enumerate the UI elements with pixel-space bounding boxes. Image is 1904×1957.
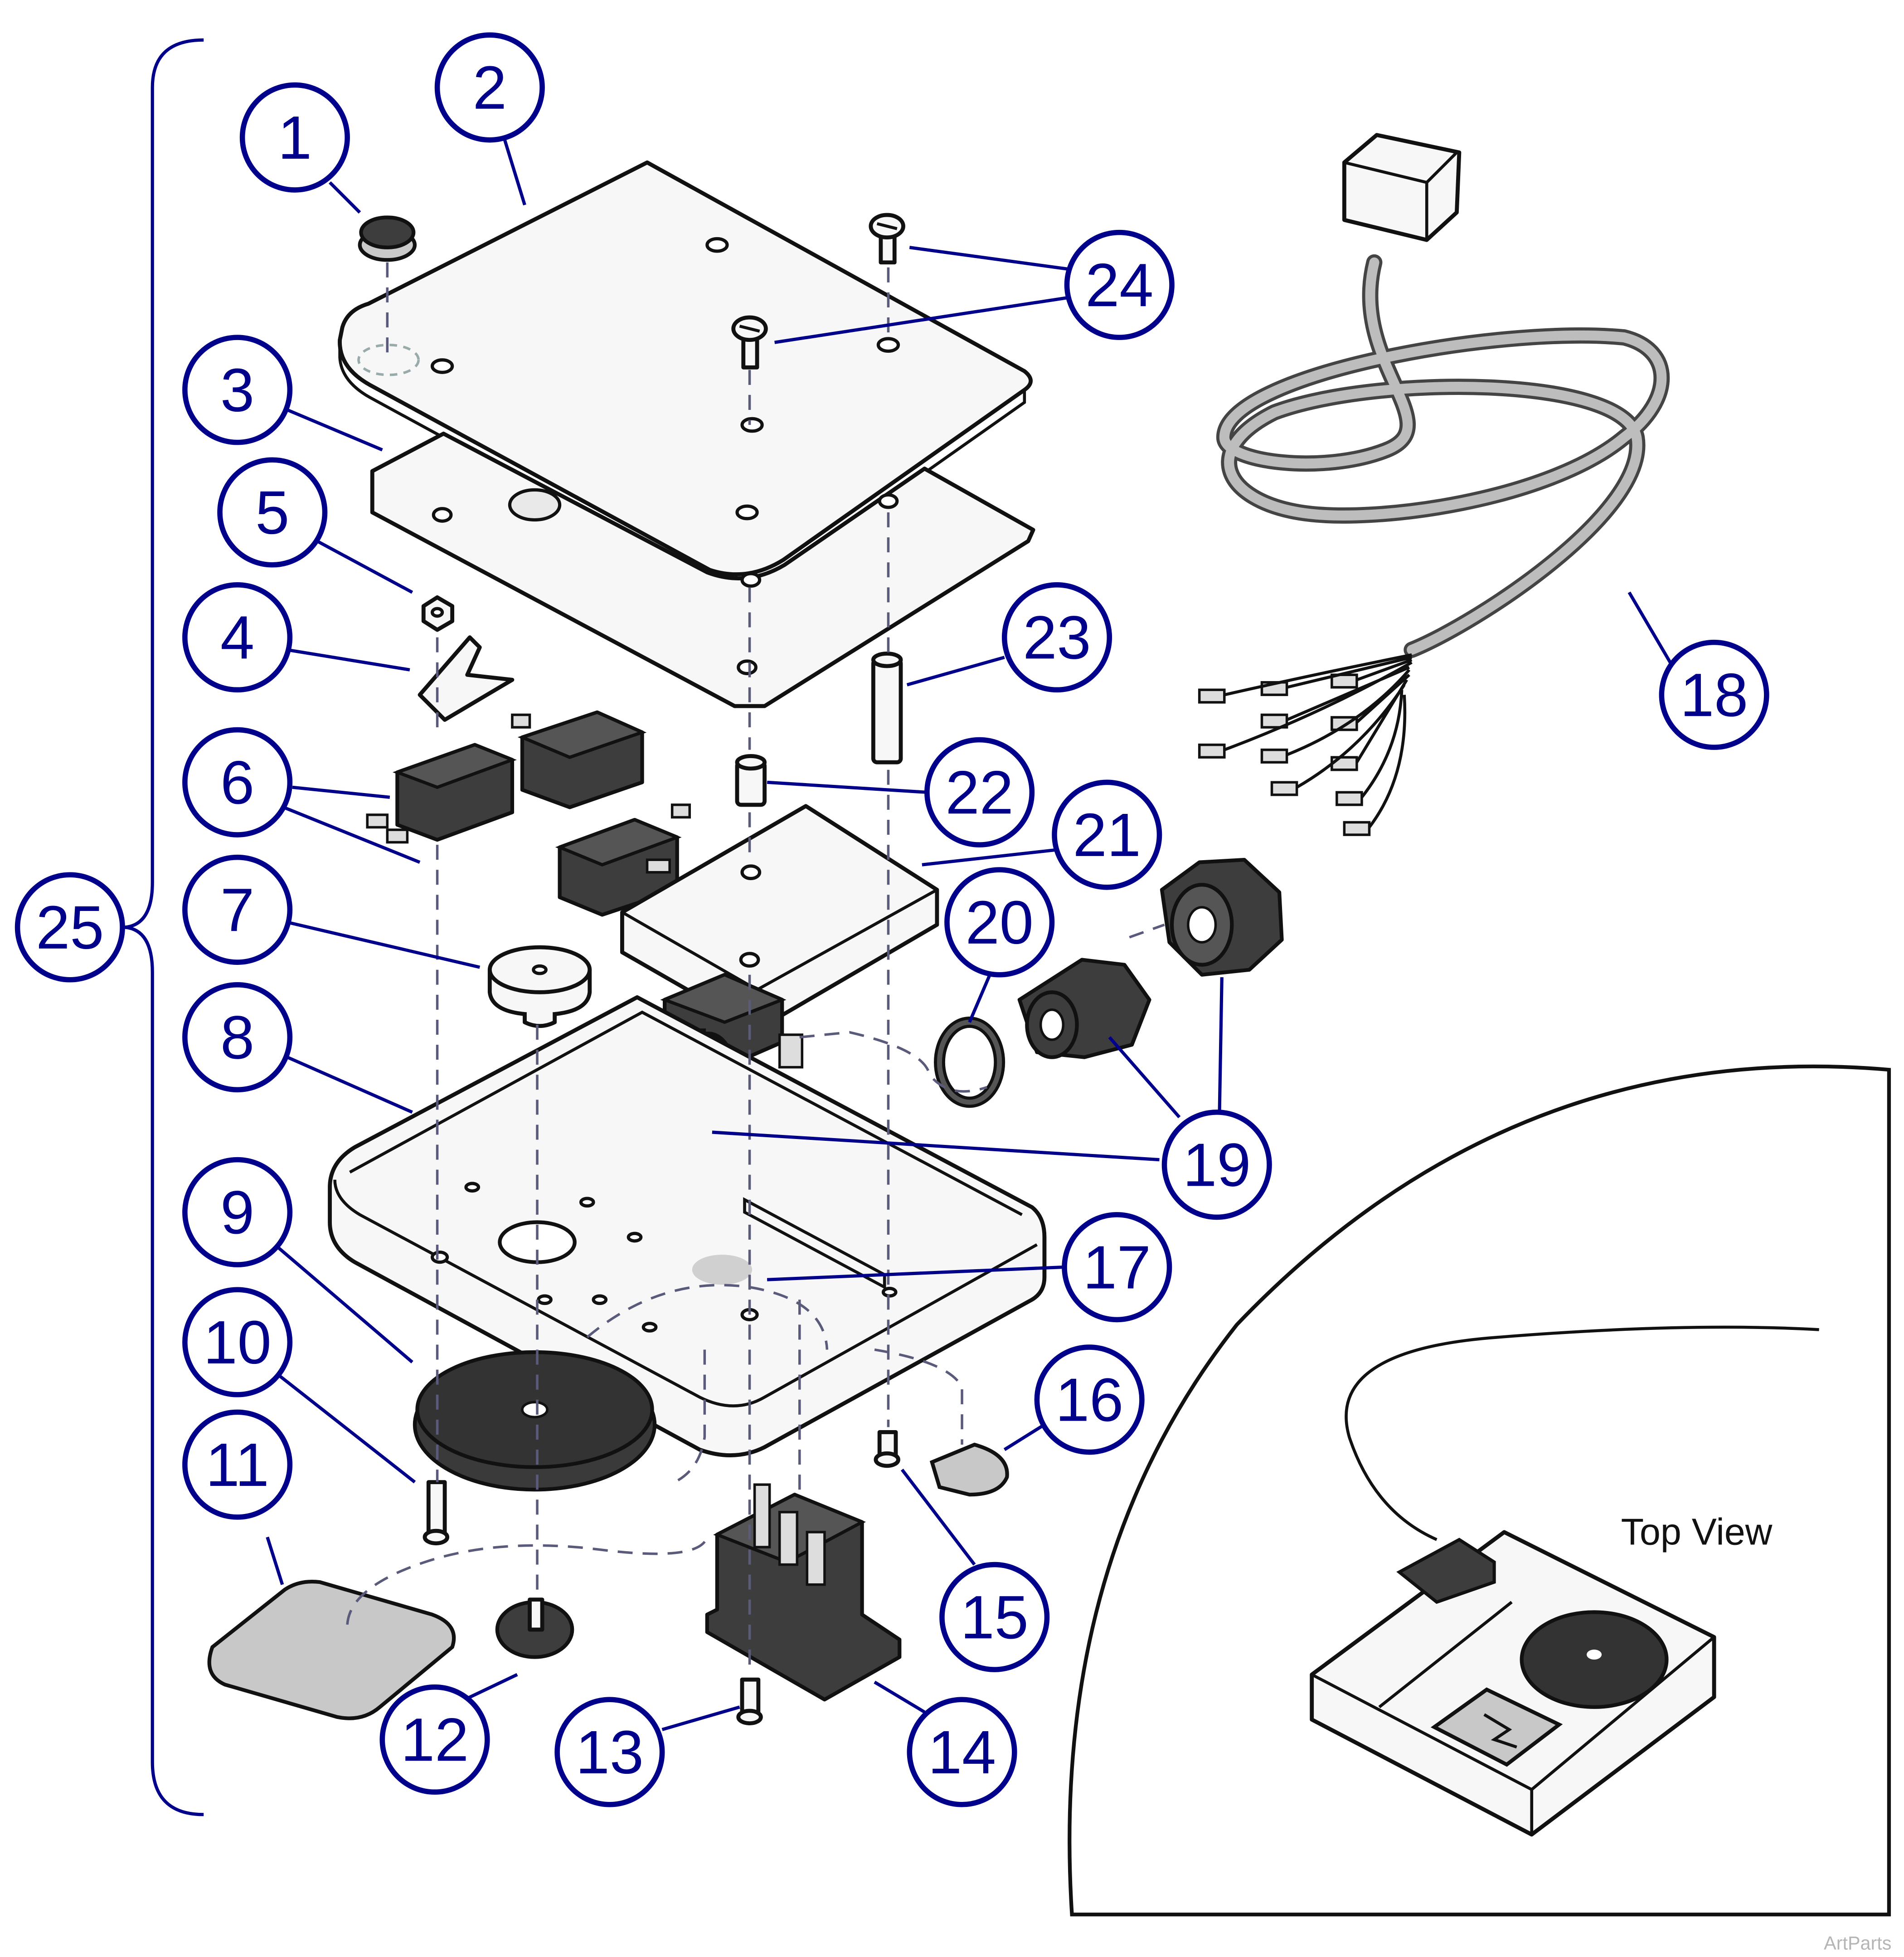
svg-text:9: 9 [220, 1178, 254, 1246]
svg-text:3: 3 [220, 356, 254, 424]
top-cover [338, 160, 1033, 589]
callout-25: 25 [15, 872, 125, 983]
button-cap [358, 215, 417, 262]
callout-17: 17 [1062, 1212, 1172, 1323]
svg-text:12: 12 [401, 1705, 469, 1774]
leader-lines [266, 139, 1673, 1731]
top-view-inset: Top View [1068, 1064, 1891, 1917]
callout-6: 6 [182, 727, 293, 837]
top-screws [731, 213, 905, 370]
svg-text:15: 15 [961, 1583, 1029, 1651]
svg-text:17: 17 [1083, 1233, 1151, 1302]
rocker-switch [705, 1483, 902, 1702]
callout-23: 23 [1001, 582, 1112, 693]
callout-16: 16 [1034, 1344, 1145, 1455]
svg-text:5: 5 [255, 478, 289, 547]
svg-text:7: 7 [220, 876, 254, 944]
micro-switches [366, 710, 691, 917]
weight-disc [413, 1350, 657, 1492]
callout-21: 21 [1052, 779, 1162, 890]
callout-18: 18 [1659, 639, 1769, 750]
svg-text:22: 22 [946, 758, 1014, 827]
callout-8: 8 [182, 982, 293, 1093]
feet-and-pads [207, 1442, 1009, 1720]
callout-11: 11 [182, 1409, 293, 1520]
top-view-label: Top View [1621, 1510, 1773, 1553]
callout-13: 13 [554, 1697, 665, 1807]
svg-text:18: 18 [1680, 661, 1748, 729]
svg-text:6: 6 [220, 748, 254, 817]
callout-24: 24 [1064, 229, 1175, 340]
callout-5: 5 [217, 457, 328, 568]
svg-text:23: 23 [1023, 603, 1091, 672]
svg-text:11: 11 [206, 1431, 269, 1499]
svg-text:20: 20 [966, 888, 1034, 957]
svg-text:4: 4 [220, 603, 254, 672]
callout-22: 22 [924, 737, 1035, 847]
svg-text:10: 10 [204, 1308, 272, 1377]
callout-1: 1 [239, 82, 350, 193]
svg-text:21: 21 [1073, 801, 1141, 869]
svg-text:1: 1 [278, 103, 312, 172]
callout-4: 4 [182, 582, 293, 693]
cable-terminals [1198, 653, 1413, 836]
nut-and-bracket [418, 595, 515, 722]
callout-19: 19 [1161, 1110, 1272, 1220]
gasket-plate [370, 431, 1035, 708]
standoffs [735, 652, 903, 807]
callout-2: 2 [434, 32, 545, 143]
cable-fitting [934, 858, 1284, 1108]
callout-10: 10 [182, 1287, 293, 1397]
svg-text:8: 8 [220, 1003, 254, 1071]
callout-7: 7 [182, 854, 293, 965]
actuator-button [487, 945, 592, 1028]
svg-text:2: 2 [473, 54, 507, 122]
svg-text:16: 16 [1055, 1366, 1123, 1434]
cable-assembly [1198, 133, 1670, 836]
callout-9: 9 [182, 1157, 293, 1267]
svg-text:24: 24 [1085, 251, 1153, 319]
svg-text:13: 13 [576, 1718, 644, 1787]
base-housing [328, 995, 1047, 1457]
callout-15: 15 [939, 1562, 1050, 1672]
svg-text:14: 14 [928, 1718, 996, 1787]
assembly-centerlines [346, 262, 1165, 1675]
callout-20: 20 [944, 867, 1055, 978]
svg-text:19: 19 [1183, 1131, 1251, 1199]
callout-3: 3 [182, 335, 293, 445]
callout-14: 14 [907, 1697, 1017, 1807]
svg-text:25: 25 [36, 893, 104, 962]
callouts: 1 2 3 4 5 6 7 8 9 10 11 12 13 14 15 16 1… [15, 32, 1769, 1807]
watermark: ArtParts [1824, 1933, 1891, 1953]
callout-12: 12 [379, 1684, 490, 1795]
